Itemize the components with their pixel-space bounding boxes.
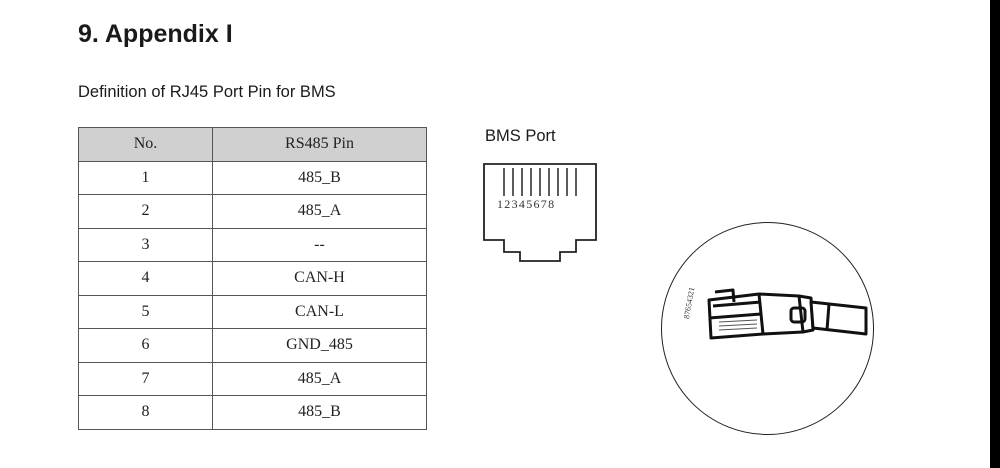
- pin-definition-table: No. RS485 Pin 1 485_B 2 485_A 3 -- 4 CAN…: [78, 127, 427, 430]
- table-row: 5 CAN-L: [78, 294, 427, 329]
- pin-signal-cell: 485_A: [212, 194, 427, 229]
- plug-detail-circle: [661, 222, 874, 435]
- table-row: 3 --: [78, 227, 427, 262]
- pin-number-cell: 5: [78, 294, 213, 329]
- pin-number-cell: 1: [78, 160, 213, 195]
- table-header-row: No. RS485 Pin: [78, 127, 427, 162]
- table-row: 1 485_B: [78, 160, 427, 195]
- pin-signal-cell: CAN-L: [212, 294, 427, 329]
- table-row: 4 CAN-H: [78, 261, 427, 296]
- section-subtitle: Definition of RJ45 Port Pin for BMS: [78, 83, 336, 101]
- table-row: 6 GND_485: [78, 328, 427, 363]
- table-row: 8 485_B: [78, 395, 427, 430]
- socket-pin-numbers: 12345678: [497, 197, 556, 211]
- pin-number-cell: 8: [78, 395, 213, 430]
- page-title: 9. Appendix I: [78, 20, 233, 48]
- pin-signal-cell: CAN-H: [212, 261, 427, 296]
- pin-number-cell: 3: [78, 227, 213, 262]
- table-row: 7 485_A: [78, 361, 427, 396]
- pin-signal-cell: GND_485: [212, 328, 427, 363]
- header-no: No.: [78, 127, 213, 162]
- pin-signal-cell: 485_B: [212, 160, 427, 195]
- screen-edge: [990, 0, 1000, 468]
- header-rs485-pin: RS485 Pin: [212, 127, 427, 162]
- pin-number-cell: 7: [78, 361, 213, 396]
- rj45-socket-icon: [483, 163, 597, 262]
- pin-number-cell: 6: [78, 328, 213, 363]
- pin-signal-cell: --: [212, 227, 427, 262]
- pin-number-cell: 2: [78, 194, 213, 229]
- pin-signal-cell: 485_A: [212, 361, 427, 396]
- bms-port-label: BMS Port: [485, 127, 556, 145]
- pin-signal-cell: 485_B: [212, 395, 427, 430]
- table-row: 2 485_A: [78, 194, 427, 229]
- rj45-plug-icon: [707, 288, 868, 340]
- pin-number-cell: 4: [78, 261, 213, 296]
